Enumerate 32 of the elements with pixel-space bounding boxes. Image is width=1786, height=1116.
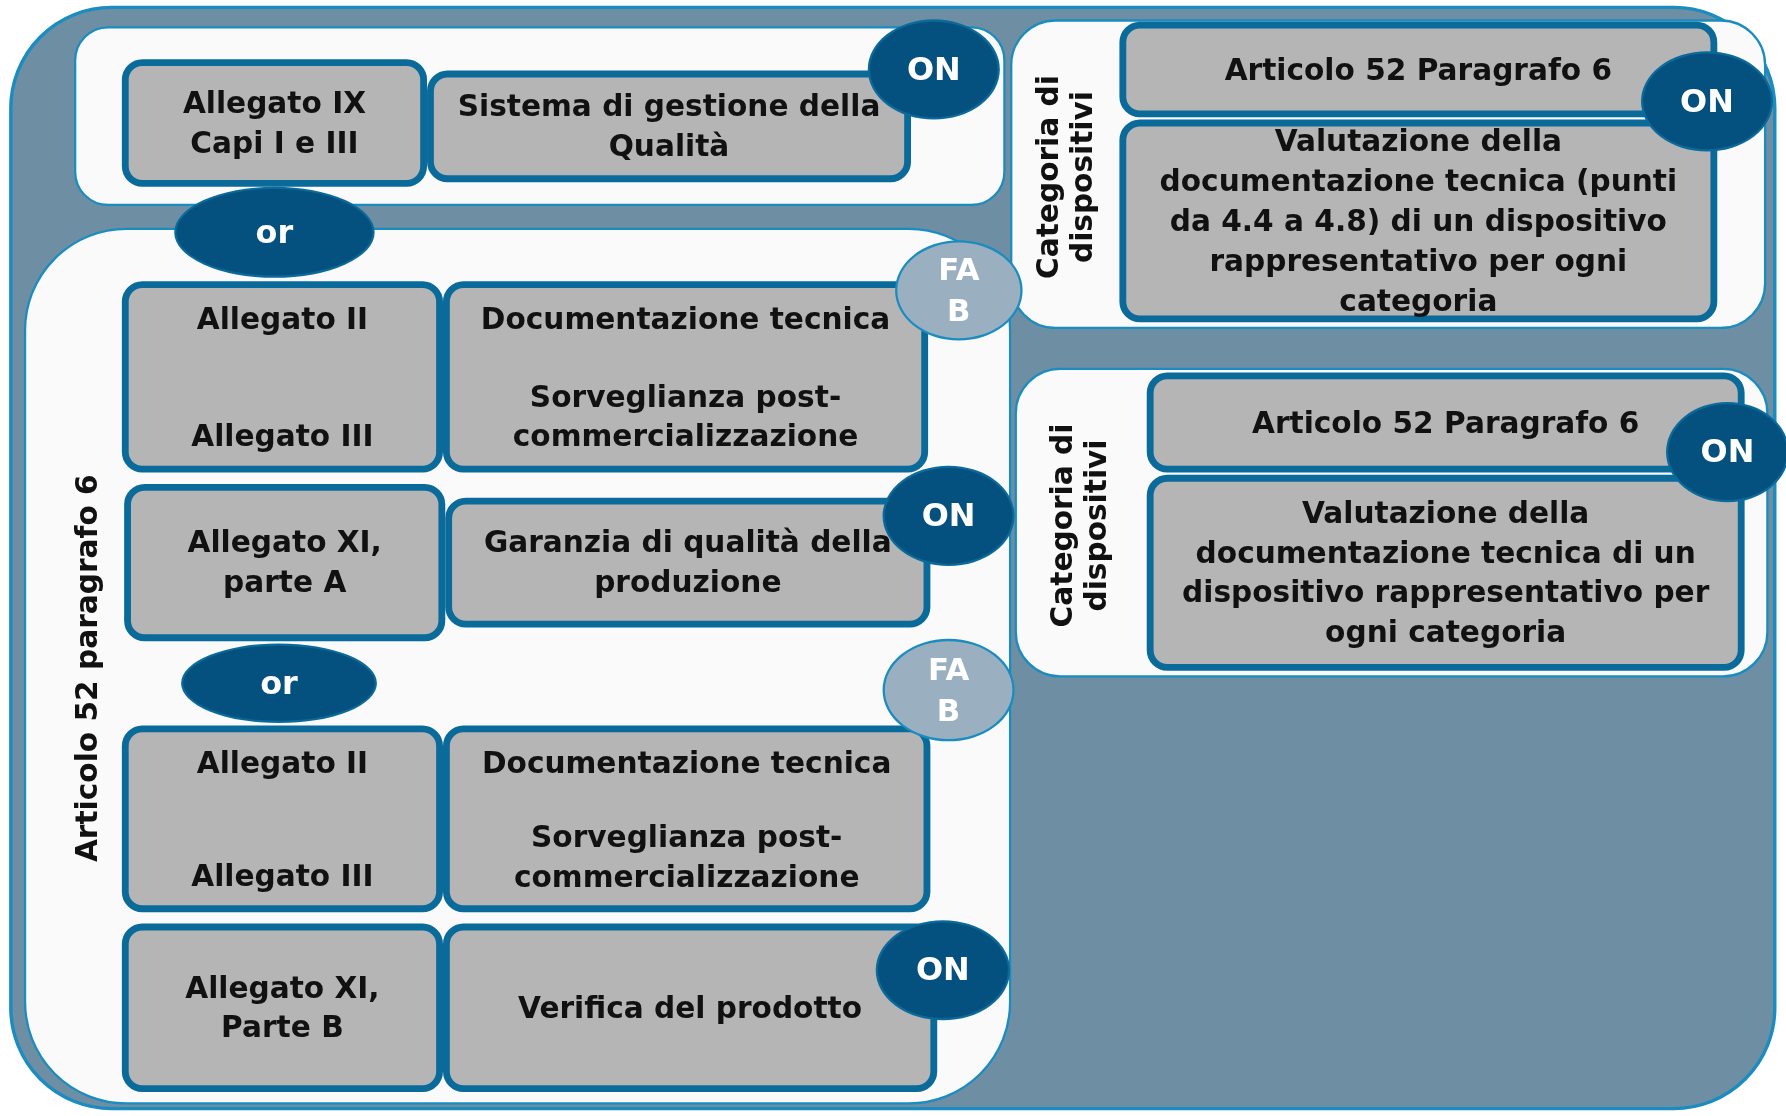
rounded-box bbox=[121, 59, 428, 187]
rounded-box bbox=[443, 281, 929, 473]
box-text: Sorveglianza post-commercializzazione bbox=[511, 378, 860, 456]
rounded-box bbox=[121, 923, 443, 1093]
box-text: Articolo 52 Paragrafo 6 bbox=[1224, 50, 1613, 88]
box-text: Sistema di gestione della Qualità bbox=[456, 87, 882, 165]
box-text: Allegato II bbox=[196, 300, 369, 338]
vertical-label: Articolo 52 paragrafo 6 bbox=[69, 473, 105, 865]
rounded-box bbox=[121, 281, 443, 473]
rounded-box bbox=[121, 725, 443, 913]
box-text: Allegato XI, Parte B bbox=[184, 969, 381, 1047]
box-text: Allegato XI, parte A bbox=[186, 524, 383, 601]
oval-badge: or bbox=[181, 643, 377, 724]
group-panel bbox=[1014, 367, 1769, 678]
vertical-label: Categoria di dispositivi bbox=[1044, 422, 1114, 629]
rounded-box bbox=[443, 725, 931, 913]
rounded-box bbox=[124, 484, 446, 642]
box-text: Verifica del prodotto bbox=[518, 989, 863, 1027]
group-panel bbox=[23, 227, 1012, 1105]
box-text: Allegato II bbox=[196, 744, 369, 783]
rounded-box bbox=[1119, 119, 1718, 323]
box-text: Allegato IX Capi I e III bbox=[181, 84, 367, 162]
rounded-box bbox=[1146, 474, 1745, 671]
box-text: Articolo 52 Paragrafo 6 bbox=[1252, 403, 1640, 441]
box-text: Allegato III bbox=[191, 857, 374, 895]
oval-badge: ON bbox=[875, 920, 1011, 1021]
vertical-label: Categoria di dispositivi bbox=[1030, 73, 1100, 281]
box-text: Documentazione tecnica bbox=[480, 300, 891, 338]
box-text: Sorveglianza post-commercializzazione bbox=[512, 818, 861, 896]
box-text: Allegato III bbox=[191, 418, 374, 456]
box-text: Documentazione tecnica bbox=[481, 744, 892, 783]
oval-badge: FA B bbox=[882, 638, 1015, 742]
